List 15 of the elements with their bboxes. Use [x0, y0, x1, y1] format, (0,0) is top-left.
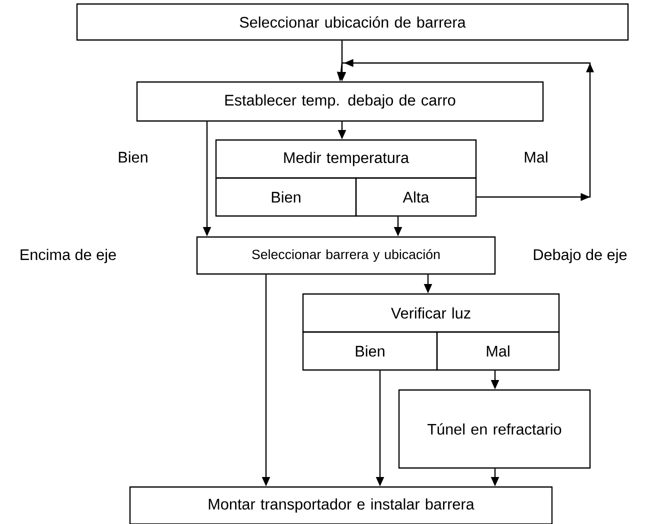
result-cell: Bien [302, 331, 438, 371]
result-cell: Bien [215, 177, 357, 217]
process-box: Montar transportador e instalar barrera [129, 486, 553, 524]
process-box: Establecer temp. debajo de carro [136, 81, 544, 122]
edge-label: Mal [522, 150, 550, 164]
edge-label: Bien [116, 150, 150, 164]
process-box: Seleccionar barrera y ubicación [196, 236, 496, 275]
process-box: Verificar luz [302, 293, 560, 333]
branch-label: Debajo de eje [534, 248, 627, 264]
result-cell: Mal [436, 331, 560, 371]
process-box: Túnel en refractario [398, 389, 591, 469]
process-box: Seleccionar ubicación de barrera [76, 3, 629, 41]
branch-label: Encima de eje [20, 248, 116, 264]
result-cell: Alta [355, 177, 477, 217]
process-box: Medir temperatura [215, 139, 477, 179]
